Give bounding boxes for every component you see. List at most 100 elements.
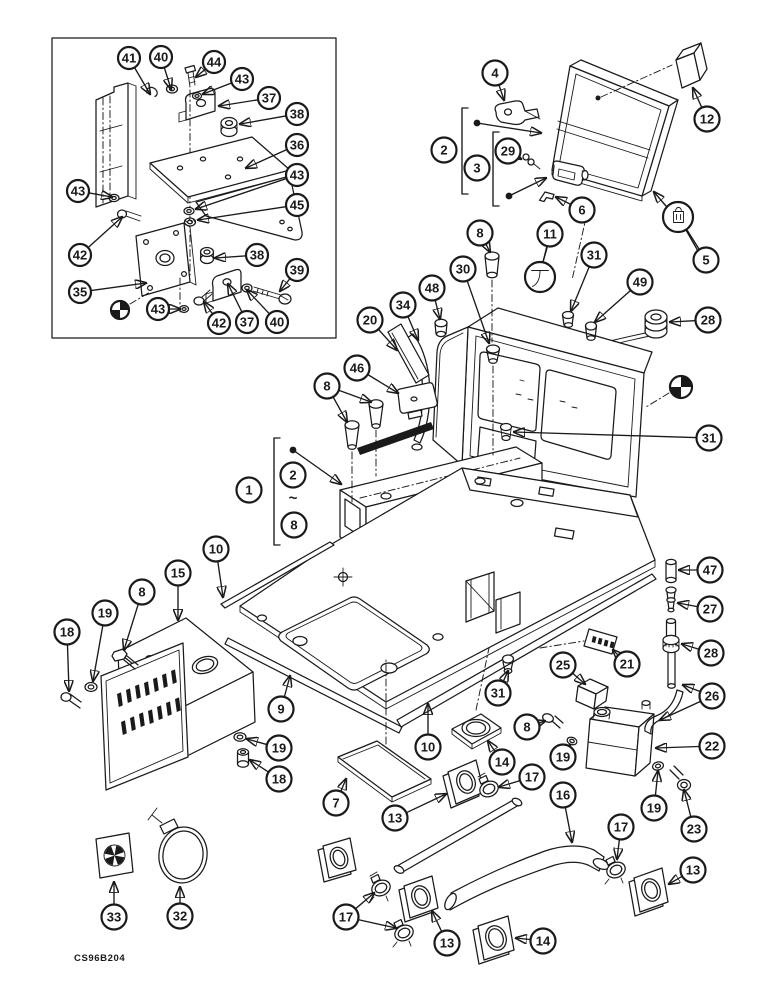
- callout-circle: [91, 599, 119, 627]
- flange-13b: [398, 875, 439, 923]
- callout-43: 43: [203, 66, 255, 94]
- callout-circle: [343, 354, 371, 382]
- tilde-mark: ~: [289, 490, 298, 507]
- callout-number: 7: [332, 796, 339, 811]
- callout-18: 18: [250, 760, 293, 793]
- callout-42: 42: [204, 302, 232, 336]
- latch-body: [552, 160, 589, 186]
- callout-number: 26: [705, 689, 719, 704]
- callout-circle: [613, 650, 641, 678]
- callout-35: 35: [67, 281, 146, 305]
- callout-42: 42: [67, 217, 122, 268]
- callout-number: 18: [272, 772, 286, 787]
- callout-number: 49: [633, 275, 647, 290]
- callout-26: 26: [660, 682, 726, 721]
- callout-circle: [116, 45, 142, 71]
- callout-6: 6: [556, 197, 596, 224]
- callout-16: 16: [549, 781, 577, 843]
- callout-21: 21: [613, 650, 641, 678]
- callout-circle: [513, 713, 541, 741]
- callout-5: 5: [686, 229, 720, 274]
- inset-mid-fasteners: [183, 206, 197, 227]
- callout-2: 2: [430, 136, 458, 164]
- callout-circle: [679, 856, 707, 884]
- callout-number: 1: [245, 483, 252, 498]
- callout-number: 35: [73, 285, 87, 300]
- callout-circle: [284, 101, 310, 127]
- leader-bullet: [289, 446, 341, 484]
- callout-28: 28: [682, 639, 725, 667]
- callout-circle: [418, 274, 446, 302]
- callout-43: 43: [196, 162, 310, 209]
- callout-circle: [128, 578, 156, 606]
- figure-code: CS96B204: [74, 953, 125, 964]
- callout-34: 34: [389, 291, 419, 341]
- inset-detail-view: [51, 37, 337, 339]
- callout-circle: [201, 49, 227, 75]
- callout-circle: [640, 794, 668, 822]
- callout-circle: [206, 310, 232, 336]
- callout-25: 25: [549, 651, 586, 685]
- callout-number: 3: [473, 161, 480, 176]
- tube-upper: [393, 797, 523, 874]
- callout-22: 22: [656, 732, 726, 760]
- clip-29: [522, 153, 541, 170]
- callout-37: 37: [228, 284, 260, 335]
- callout-number: 42: [212, 316, 226, 331]
- callout-circle: [580, 241, 608, 269]
- callout-13: 13: [432, 911, 461, 957]
- callout-number: 47: [703, 563, 717, 578]
- callout-number: 43: [235, 72, 249, 87]
- flange-13d: [317, 837, 357, 883]
- callout-14: 14: [516, 927, 557, 955]
- callout-circle: [267, 695, 295, 723]
- callout-19: 19: [640, 771, 668, 822]
- callout-2: 2: [279, 461, 307, 489]
- callout-number: 23: [687, 822, 701, 837]
- callout-12: 12: [693, 88, 721, 133]
- callout-number: 33: [107, 910, 121, 925]
- callout-48: 48: [418, 274, 446, 320]
- callout-49: 49: [595, 268, 654, 323]
- callout-number: 38: [250, 248, 264, 263]
- callout-circle: [488, 748, 516, 776]
- callout-circle: [280, 511, 308, 539]
- callout-number: 19: [272, 741, 286, 756]
- callout-number: 2: [289, 468, 296, 483]
- mounting-plate-36: [149, 136, 291, 204]
- hose-clamp-17a: [477, 772, 499, 798]
- drain-tube-28: [662, 617, 680, 689]
- callout-circle: [536, 220, 564, 248]
- callout-27: 27: [678, 595, 724, 623]
- callout-circle: [322, 789, 350, 817]
- hose-clamp-17d: [604, 855, 626, 885]
- leader-bullet: [505, 178, 546, 200]
- callout-number: 10: [421, 740, 435, 755]
- callout-number: 27: [703, 602, 717, 617]
- callout-number: 29: [501, 144, 515, 159]
- callout-circle: [694, 306, 722, 334]
- callout-7: 7: [322, 779, 350, 817]
- callout-19: 19: [91, 599, 119, 682]
- callout-23: 23: [680, 790, 708, 843]
- callout-8: 8: [466, 219, 494, 253]
- callout-circle: [284, 132, 310, 158]
- callout-10: 10: [202, 535, 230, 598]
- callout-circle: [284, 162, 310, 188]
- callout-number: 43: [71, 184, 85, 199]
- panel-opening-left: [477, 351, 541, 432]
- callout-number: 19: [98, 606, 112, 621]
- clamp-32: [147, 807, 208, 884]
- callout-circle: [549, 743, 577, 771]
- callout-number: 17: [614, 820, 628, 835]
- panel-opening-right: [540, 369, 617, 460]
- callout-circle: [356, 306, 384, 334]
- callout-circle: [449, 255, 477, 283]
- trim-rail-9: [224, 637, 403, 734]
- callout-31: 31: [514, 424, 723, 452]
- callout-number: 13: [440, 936, 454, 951]
- callout-28: 28: [670, 306, 722, 334]
